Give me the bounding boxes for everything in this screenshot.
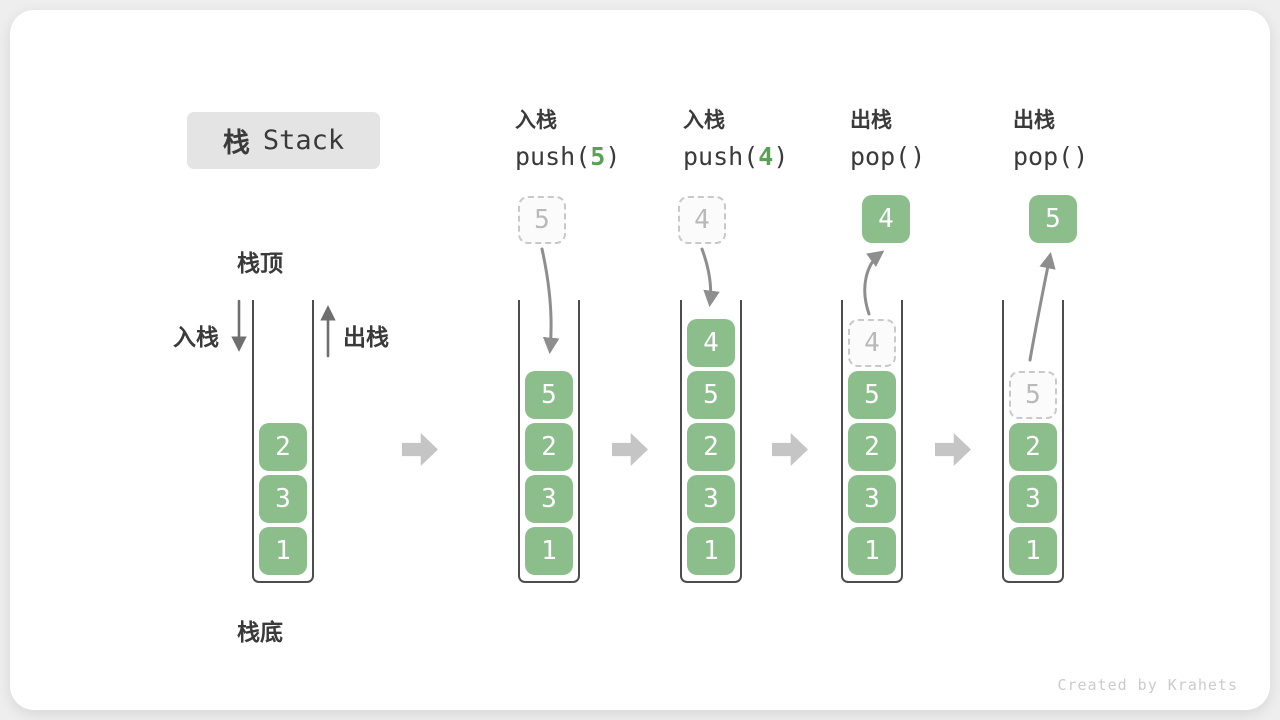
stack-cell: 3	[259, 475, 307, 523]
stack-cell: 1	[687, 527, 735, 575]
code-post: )	[910, 142, 926, 171]
code-pre: push(	[683, 142, 759, 171]
op-code-label: pop()	[850, 142, 925, 172]
floating-push-cell: 5	[518, 196, 566, 244]
stack-cell: 2	[525, 423, 573, 471]
code-pre: push(	[515, 142, 591, 171]
stack-cell: 2	[848, 423, 896, 471]
code-pre: pop(	[850, 142, 911, 171]
code-arg: 4	[758, 142, 774, 171]
stack-cell: 3	[1009, 475, 1057, 523]
stack-cell: 5	[687, 371, 735, 419]
watermark: Created by Krahets	[1057, 676, 1238, 694]
op-label-push4: 入栈 push(4)	[683, 107, 788, 172]
op-cn-label: 入栈	[515, 108, 557, 132]
push-side-label: 入栈	[173, 325, 219, 351]
stack-cell: 1	[525, 527, 573, 575]
stack-cell: 3	[848, 475, 896, 523]
stack-cell-ghost: 4	[848, 319, 896, 367]
stack-cell: 3	[687, 475, 735, 523]
op-code-label: pop()	[1013, 142, 1088, 172]
op-label-pop2: 出栈 pop()	[1013, 107, 1088, 172]
stack-cell: 2	[259, 423, 307, 471]
stack-cell: 1	[1009, 527, 1057, 575]
stack-cell: 1	[848, 527, 896, 575]
floating-pop-cell: 5	[1029, 195, 1077, 243]
diagram-title: 栈 Stack	[187, 112, 380, 169]
stack-bottom-label: 栈底	[237, 620, 283, 646]
stack-cell: 2	[687, 423, 735, 471]
code-arg: 5	[590, 142, 606, 171]
code-post: )	[1073, 142, 1089, 171]
op-code-label: push(4)	[683, 142, 788, 172]
stack-cell-ghost: 5	[1009, 371, 1057, 419]
stack-cell: 1	[259, 527, 307, 575]
stack-container-5	[1002, 300, 1064, 583]
op-cn-label: 入栈	[683, 108, 725, 132]
code-post: )	[605, 142, 621, 171]
stack-container-3	[680, 300, 742, 583]
title-cn: 栈	[222, 128, 250, 159]
stack-cell: 4	[687, 319, 735, 367]
op-cn-label: 出栈	[1013, 108, 1055, 132]
floating-pop-cell: 4	[862, 195, 910, 243]
op-label-push5: 入栈 push(5)	[515, 107, 620, 172]
floating-push-cell: 4	[678, 196, 726, 244]
op-cn-label: 出栈	[850, 108, 892, 132]
stack-container-2	[518, 300, 580, 583]
stack-top-label: 栈顶	[237, 251, 283, 277]
stack-cell: 2	[1009, 423, 1057, 471]
pop-side-label: 出栈	[343, 325, 389, 351]
title-en: Stack	[262, 125, 345, 156]
op-code-label: push(5)	[515, 142, 620, 172]
stack-container-1	[252, 300, 314, 583]
op-label-pop1: 出栈 pop()	[850, 107, 925, 172]
stack-container-4	[841, 300, 903, 583]
stack-cell: 3	[525, 475, 573, 523]
stack-cell: 5	[525, 371, 573, 419]
code-pre: pop(	[1013, 142, 1074, 171]
code-post: )	[773, 142, 789, 171]
stack-cell: 5	[848, 371, 896, 419]
